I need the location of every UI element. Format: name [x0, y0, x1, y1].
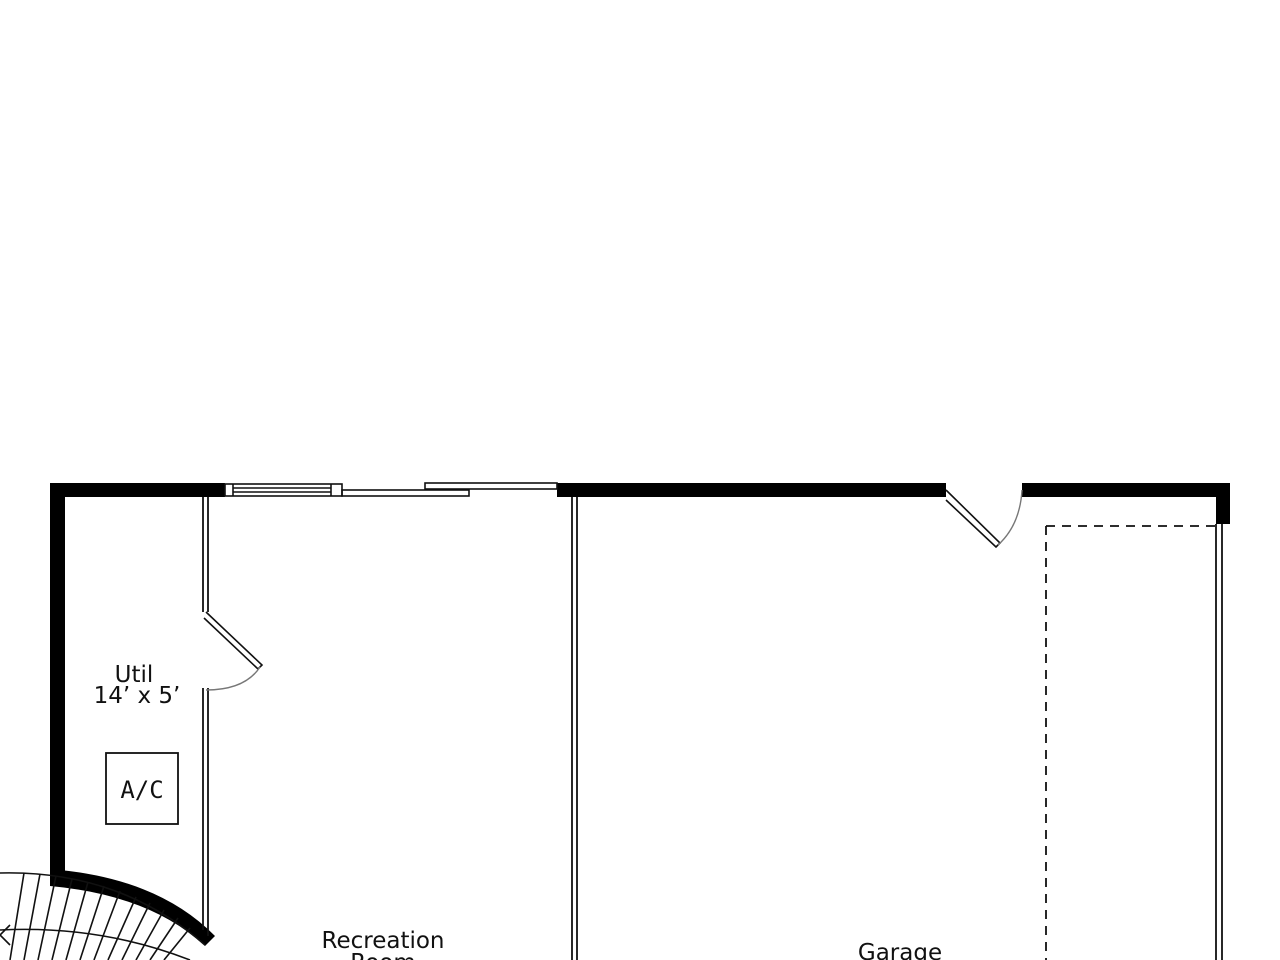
window-frame [224, 483, 343, 497]
util-door [203, 611, 264, 691]
util-room-dimensions: 14’ x 5’ [94, 683, 181, 709]
garage-room-name: Garage [858, 940, 942, 960]
stair-direction-arrow [0, 924, 11, 946]
left-exterior-wall [50, 483, 65, 883]
garage-door-swing-arc [997, 489, 1023, 546]
curved-stair-wall [50, 870, 215, 946]
stair-inner-arc [0, 928, 191, 960]
stair-outer-arc [0, 872, 206, 946]
top-right-wall-segment [1022, 483, 1230, 497]
sliding-door-panel-left [341, 489, 470, 497]
util-room-name: Util [115, 662, 154, 688]
util-door-swing-arc [205, 666, 261, 691]
exterior-walls [50, 483, 1230, 946]
garage-overhead-outline [1045, 525, 1216, 960]
recreation-room-name: Recreation [322, 928, 445, 954]
right-corner-wall-stub [1216, 483, 1230, 524]
util-door-leaf [203, 611, 264, 671]
top-windows [224, 482, 558, 497]
ac-unit-label: A/C [120, 776, 163, 804]
top-left-wall-segment [50, 483, 225, 497]
garage-entry-door [945, 489, 1023, 549]
ac-unit-box [105, 752, 179, 825]
top-center-wall-segment [557, 483, 946, 497]
interior-walls [202, 497, 1223, 960]
recreation-room-name-line2: Room [350, 950, 416, 960]
spiral-stair [0, 872, 206, 960]
sliding-door-panel-right [424, 482, 558, 490]
garage-door-leaf [945, 489, 1002, 549]
